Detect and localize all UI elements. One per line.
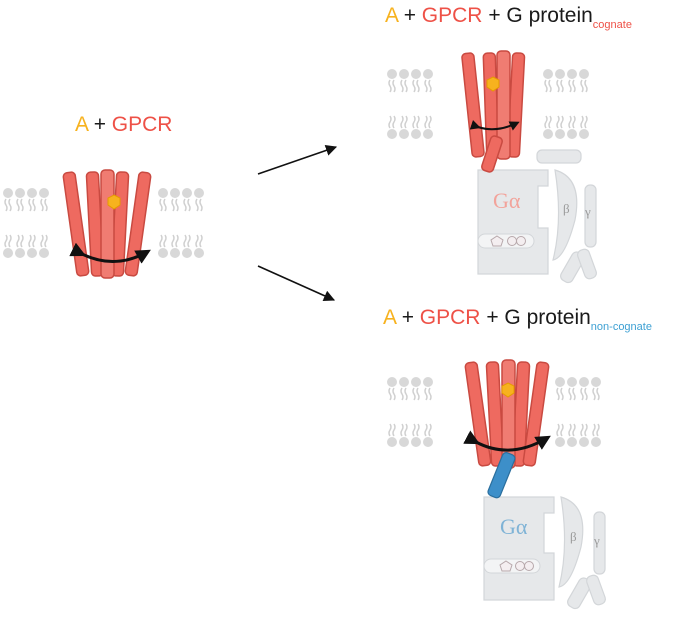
- beta-label: β: [570, 529, 577, 544]
- gamma-label: γ: [593, 533, 600, 548]
- arrow-to-noncognate: [257, 265, 336, 301]
- left-panel: [3, 169, 204, 279]
- gprotein-cognate: [477, 149, 597, 284]
- gpcr-label: GPCR: [111, 113, 173, 136]
- label-cognate-complex: A + GPCR + G proteincognate: [385, 4, 632, 31]
- cognate-panel: Gα β γ: [387, 50, 597, 284]
- agonist-label: A: [75, 113, 88, 136]
- plus-label: +: [397, 4, 422, 27]
- noncognate-panel: Gα β γ: [387, 359, 606, 610]
- gdp-pentagon: [490, 235, 504, 247]
- agonist-label: A: [385, 4, 398, 27]
- beta-label: β: [563, 201, 570, 216]
- agonist-hexagon: [501, 382, 515, 398]
- receptor-noncognate: [464, 359, 550, 469]
- agonist-hexagon: [486, 76, 500, 92]
- conformation-arrow: [469, 120, 520, 131]
- g-alpha-label: Gα: [500, 514, 528, 539]
- agonist-hexagon: [107, 194, 121, 210]
- gpcr-label: GPCR: [421, 4, 483, 27]
- g-protein-label: + G protein: [480, 306, 591, 329]
- arrow-to-cognate: [257, 145, 338, 175]
- gprotein-noncognate: [483, 496, 606, 610]
- noncognate-helix8: [487, 452, 516, 499]
- plus-label: +: [395, 306, 420, 329]
- cognate-subscript: cognate: [592, 19, 632, 31]
- label-agonist-gpcr: A + GPCR: [75, 113, 172, 137]
- gamma-label: γ: [584, 204, 591, 219]
- gpcr-label: GPCR: [419, 306, 481, 329]
- conformation-arrow: [69, 242, 151, 264]
- noncognate-subscript: non-cognate: [590, 321, 652, 333]
- conformation-arrow: [463, 430, 551, 452]
- receptor-cognate: [461, 50, 526, 173]
- plus-label: +: [87, 113, 112, 136]
- label-noncognate-complex: A + GPCR + G proteinnon-cognate: [383, 306, 652, 333]
- agonist-label: A: [383, 306, 396, 329]
- gdp-pentagon: [499, 560, 513, 572]
- g-protein-label: + G protein: [482, 4, 593, 27]
- g-alpha-label: Gα: [493, 188, 521, 213]
